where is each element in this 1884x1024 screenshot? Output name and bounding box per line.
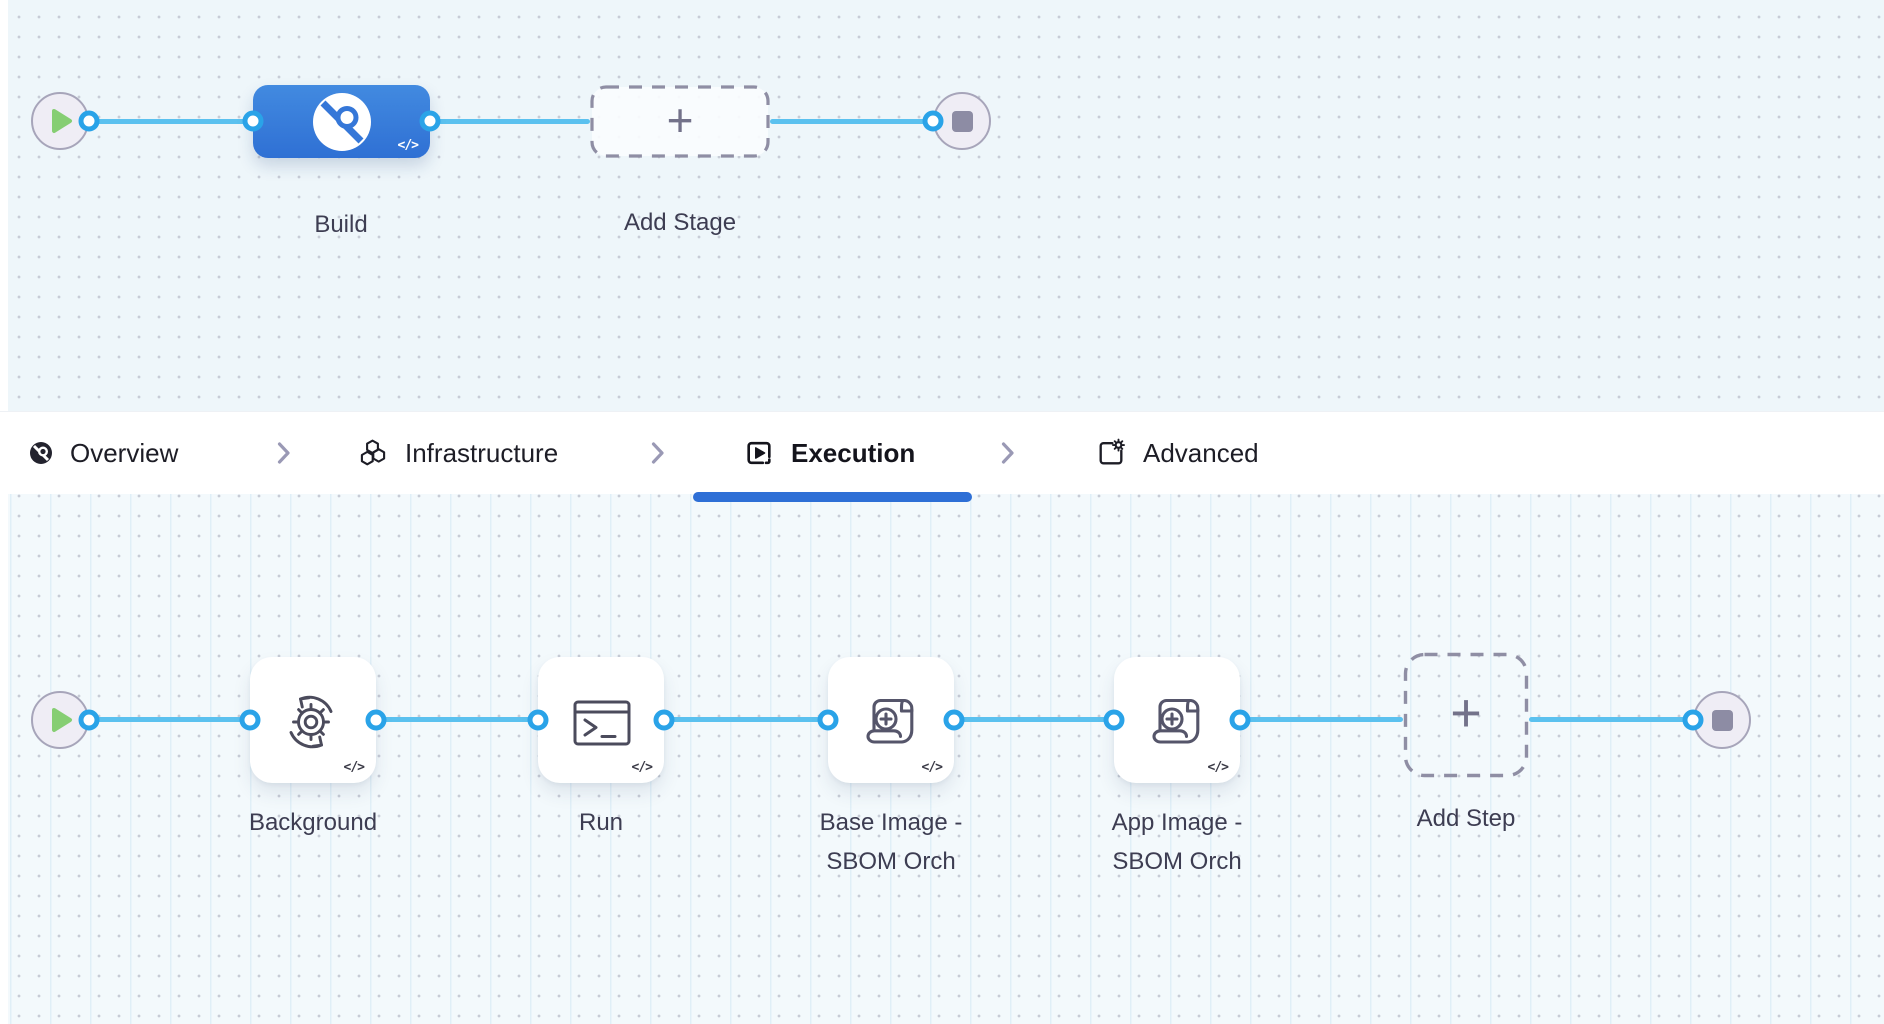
execution-canvas[interactable]: </> </>	[0, 493, 1884, 1024]
stop-icon	[951, 110, 973, 132]
advanced-icon	[1099, 438, 1125, 465]
connector-port[interactable]	[1682, 709, 1704, 731]
edge	[89, 717, 250, 722]
stage-label: Build	[314, 211, 368, 238]
connector-port[interactable]	[1229, 709, 1251, 731]
tab-advanced[interactable]: Advanced	[1096, 412, 1259, 494]
connector-port[interactable]	[922, 110, 944, 132]
edge	[89, 119, 253, 124]
play-icon	[52, 109, 72, 133]
execution-icon	[747, 441, 771, 465]
play-icon	[52, 708, 72, 732]
tab-label: Advanced	[1143, 437, 1259, 468]
chevron-right-icon	[1001, 442, 1014, 464]
step-node-run[interactable]: </>	[538, 657, 664, 783]
code-view-badge[interactable]: </>	[1207, 760, 1230, 775]
tab-label: Infrastructure	[405, 437, 559, 468]
code-view-badge[interactable]: </>	[343, 760, 366, 775]
connector-port[interactable]	[239, 709, 261, 731]
plus-icon: +	[666, 93, 694, 146]
sbom-scroll-icon	[866, 698, 914, 744]
stop-icon	[1711, 709, 1733, 731]
tab-label: Overview	[70, 437, 179, 468]
step-label: Background	[248, 809, 378, 836]
edge	[376, 717, 538, 722]
step-node-base-image-sbom[interactable]: </>	[828, 657, 954, 783]
add-step-button[interactable]: +	[1403, 652, 1529, 778]
step-node-background[interactable]: </>	[250, 657, 376, 783]
connector-port[interactable]	[78, 709, 100, 731]
step-label: App Image - SBOM Orch	[1111, 809, 1243, 875]
chevron-right-icon	[651, 442, 664, 464]
dashed-frame	[1403, 652, 1529, 778]
connector-port[interactable]	[653, 709, 675, 731]
stage-node-build[interactable]: </>	[253, 85, 430, 158]
chevron-right-icon	[277, 442, 290, 464]
canvas-left-gutter	[0, 493, 8, 1024]
sbom-scroll-icon	[1152, 698, 1200, 744]
add-stage-label: Add Stage	[623, 209, 737, 236]
stage-config-tabbar: Overview Infrastructure	[0, 411, 1884, 502]
connector-port[interactable]	[365, 709, 387, 731]
stage-canvas[interactable]: </> + Build Add Stage	[0, 0, 1884, 411]
edge	[430, 119, 590, 124]
edge	[954, 717, 1114, 722]
edge	[664, 717, 828, 722]
connector-port[interactable]	[1103, 709, 1125, 731]
tab-execution[interactable]: Execution	[744, 412, 915, 494]
add-step-label: Add Step	[1416, 805, 1516, 832]
tab-overview[interactable]: Overview	[29, 412, 178, 494]
tab-infrastructure[interactable]: Infrastructure	[358, 412, 558, 494]
connector-port[interactable]	[817, 709, 839, 731]
code-view-badge[interactable]: </>	[397, 138, 420, 153]
edge	[770, 119, 933, 124]
step-node-app-image-sbom[interactable]: </>	[1114, 657, 1240, 783]
ci-stage-icon	[30, 442, 52, 464]
connector-port[interactable]	[78, 110, 100, 132]
gear-sync-icon	[289, 695, 333, 749]
hexagons-icon	[360, 439, 386, 466]
code-view-badge[interactable]: </>	[921, 760, 944, 775]
active-tab-underline	[693, 492, 972, 502]
tab-label: Execution	[791, 437, 916, 468]
plus-icon: +	[1450, 683, 1482, 743]
connector-port[interactable]	[527, 709, 549, 731]
step-label: Run	[578, 809, 624, 836]
canvas-left-gutter	[0, 0, 8, 411]
connector-port[interactable]	[242, 110, 264, 132]
connector-port[interactable]	[943, 709, 965, 731]
step-label: Base Image - SBOM Orch	[819, 809, 963, 875]
ci-build-icon	[312, 92, 371, 151]
add-stage-button[interactable]: +	[590, 85, 770, 158]
dashed-frame	[590, 85, 770, 158]
terminal-icon	[573, 700, 631, 746]
code-view-badge[interactable]: </>	[631, 760, 654, 775]
edge	[1529, 717, 1693, 722]
connector-port[interactable]	[419, 110, 441, 132]
edge	[1240, 717, 1403, 722]
